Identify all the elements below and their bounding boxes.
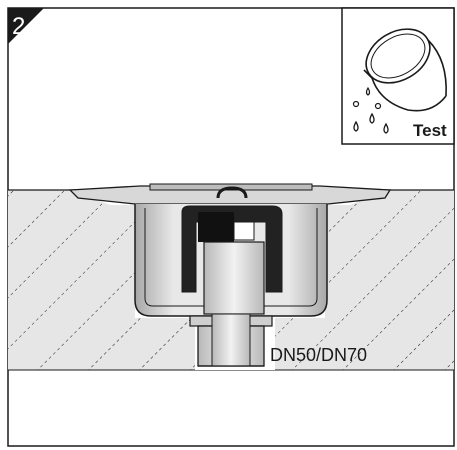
odour-trap — [181, 205, 283, 293]
outlet-spigot — [189, 313, 273, 367]
water-bucket-pouring-icon — [352, 28, 447, 134]
pipe-size-label: DN50/DN70 — [270, 345, 367, 365]
inner-pipe — [203, 241, 265, 315]
step-number: 2 — [12, 13, 25, 40]
step-badge: 2 — [8, 8, 44, 44]
test-label: Test — [413, 121, 447, 140]
test-inset: Test — [341, 7, 455, 145]
grate-clip — [216, 186, 248, 199]
